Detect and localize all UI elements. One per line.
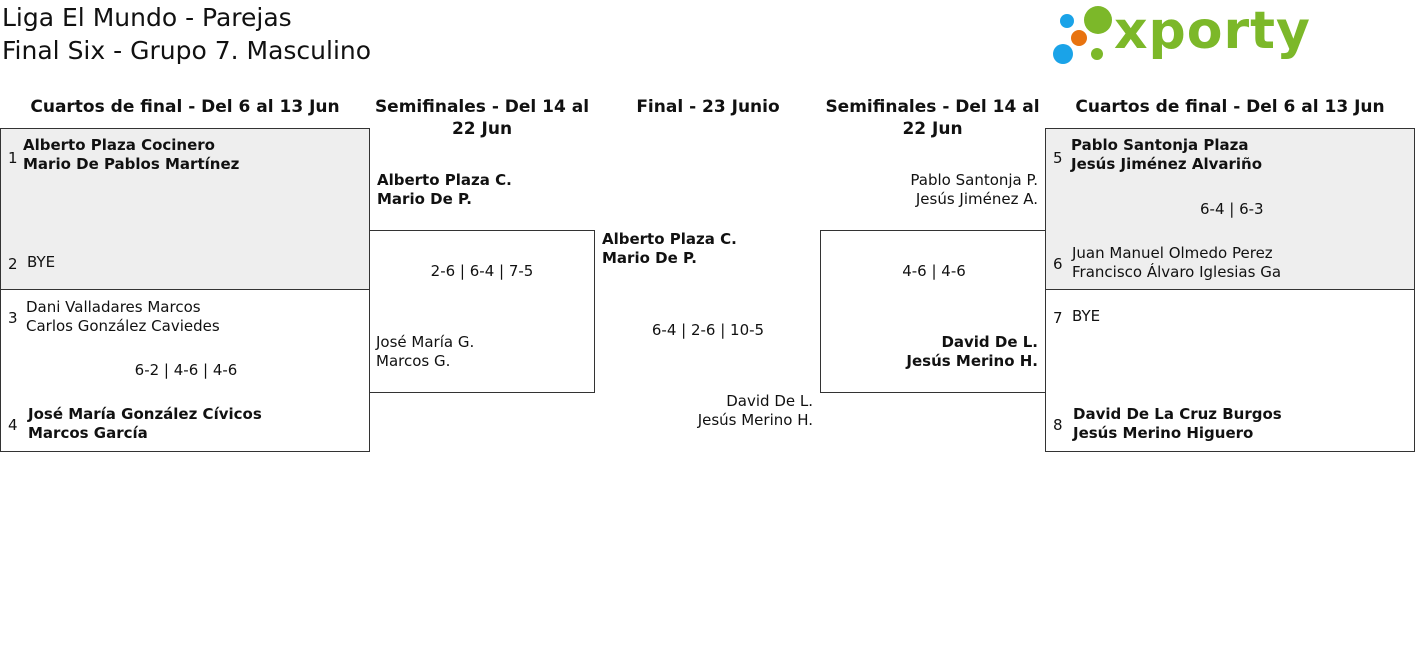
round-header-quarters-left: Cuartos de final - Del 6 al 13 Jun <box>30 97 340 117</box>
match-score: 4-6 | 4-6 <box>902 262 966 280</box>
team-name-bye: BYE <box>27 253 56 271</box>
player-name: Jesús Merino Higuero <box>1073 424 1254 442</box>
round-header-quarters-right: Cuartos de final - Del 6 al 13 Jun <box>1075 97 1385 117</box>
team-name[interactable]: Dani Valladares Marcos Carlos González C… <box>26 298 220 336</box>
player-name: Jesús Merino H. <box>906 352 1038 370</box>
xporty-logo[interactable]: xporty <box>1050 1 1310 68</box>
match-score: 2-6 | 6-4 | 7-5 <box>430 262 534 280</box>
page-title: Liga El Mundo - Parejas <box>2 3 292 32</box>
player-name: Jesús Jiménez Alvariño <box>1071 155 1263 173</box>
seed-number: 1 <box>8 149 18 167</box>
player-name: Alberto Plaza C. <box>602 230 737 248</box>
player-name: Pablo Santonja P. <box>910 171 1038 189</box>
player-name: David De L. <box>941 333 1038 351</box>
player-name: David De L. <box>726 392 813 410</box>
semi-left-match[interactable]: 2-6 | 6-4 | 7-5 José María G. Marcos G. <box>369 230 595 393</box>
logo-wordmark: xporty <box>1114 1 1311 61</box>
seed-number: 7 <box>1053 309 1063 327</box>
team-name-bye: BYE <box>1072 307 1101 325</box>
page-subtitle: Final Six - Grupo 7. Masculino <box>2 36 372 65</box>
semi-left-team-bottom[interactable]: José María G. Marcos G. <box>376 333 474 371</box>
round-header-final: Final - 23 Junio <box>636 97 780 117</box>
quarter-match-3-box: 5 Pablo Santonja Plaza Jesús Jiménez Alv… <box>1045 128 1415 290</box>
player-name: Marcos G. <box>376 352 451 370</box>
logo-blue-dot-icon <box>1053 44 1073 64</box>
team-name[interactable]: Alberto Plaza Cocinero Mario De Pablos M… <box>23 136 239 174</box>
player-name: Dani Valladares Marcos <box>26 298 201 316</box>
player-name: David De La Cruz Burgos <box>1073 405 1282 423</box>
round-header-quarters-right-clip: Cuartos de final - Del 6 al 13 Jun <box>1045 96 1384 120</box>
semi-right-match[interactable]: 4-6 | 4-6 David De L. Jesús Merino H. <box>820 230 1046 393</box>
player-name: Jesús Jiménez A. <box>915 190 1038 208</box>
seed-number: 8 <box>1053 416 1063 434</box>
player-name: Mario De Pablos Martínez <box>23 155 240 173</box>
logo-blue-dot-small-icon <box>1060 14 1074 28</box>
player-name: Alberto Plaza C. <box>377 171 512 189</box>
semi-left-team-top[interactable]: Alberto Plaza C. Mario De P. <box>377 171 512 209</box>
player-name: Pablo Santonja Plaza <box>1071 136 1249 154</box>
seed-number: 6 <box>1053 255 1063 273</box>
player-name: Jesús Merino H. <box>697 411 813 429</box>
player-name: Mario De P. <box>377 190 472 208</box>
seed-number: 2 <box>8 255 18 273</box>
quarter-match-3[interactable]: 5 Pablo Santonja Plaza Jesús Jiménez Alv… <box>1045 128 1415 290</box>
quarter-match-4-box: 7 BYE 8 David De La Cruz Burgos Jesús Me… <box>1045 289 1415 452</box>
match-score: 6-2 | 4-6 | 4-6 <box>134 361 238 379</box>
final-team-bottom[interactable]: David De L. Jesús Merino H. <box>596 392 813 430</box>
logo-green-dot-icon <box>1084 6 1112 34</box>
player-name: Alberto Plaza Cocinero <box>23 136 215 154</box>
seed-number: 4 <box>8 416 18 434</box>
player-name: José María González Cívicos <box>28 405 262 423</box>
player-name: Francisco Álvaro Iglesias Ga <box>1072 263 1282 281</box>
logo-orange-dot-icon <box>1071 30 1087 46</box>
quarter-match-2[interactable]: 3 Dani Valladares Marcos Carlos González… <box>0 289 370 452</box>
player-name: Mario De P. <box>602 249 697 267</box>
semi-right-team-top[interactable]: Pablo Santonja P. Jesús Jiménez A. <box>820 171 1038 209</box>
player-name: Marcos García <box>28 424 148 442</box>
team-name[interactable]: José María González Cívicos Marcos Garcí… <box>28 405 262 443</box>
team-name[interactable]: Juan Manuel Olmedo Perez Francisco Álvar… <box>1072 244 1281 282</box>
seed-number: 3 <box>8 309 18 327</box>
player-name: José María G. <box>376 333 475 351</box>
quarter-match-4[interactable]: 7 BYE 8 David De La Cruz Burgos Jesús Me… <box>1045 289 1415 452</box>
player-name: Carlos González Caviedes <box>26 317 220 335</box>
team-name[interactable]: David De La Cruz Burgos Jesús Merino Hig… <box>1073 405 1282 443</box>
team-name[interactable]: Pablo Santonja Plaza Jesús Jiménez Alvar… <box>1071 136 1262 174</box>
final-team-top[interactable]: Alberto Plaza C. Mario De P. <box>602 230 737 268</box>
match-score: 6-4 | 6-3 <box>1200 200 1264 218</box>
semi-right-team-bottom[interactable]: David De L. Jesús Merino H. <box>821 333 1038 371</box>
player-name: Juan Manuel Olmedo Perez <box>1072 244 1273 262</box>
logo-green-dot-small-icon <box>1091 48 1103 60</box>
round-header-semis-left: Semifinales - Del 14 al 22 Jun <box>374 97 590 139</box>
round-header-semis-right: Semifinales - Del 14 al 22 Jun <box>825 97 1040 139</box>
quarter-match-1[interactable]: 1 Alberto Plaza Cocinero Mario De Pablos… <box>0 128 370 290</box>
seed-number: 5 <box>1053 149 1063 167</box>
final-score: 6-4 | 2-6 | 10-5 <box>651 321 765 339</box>
